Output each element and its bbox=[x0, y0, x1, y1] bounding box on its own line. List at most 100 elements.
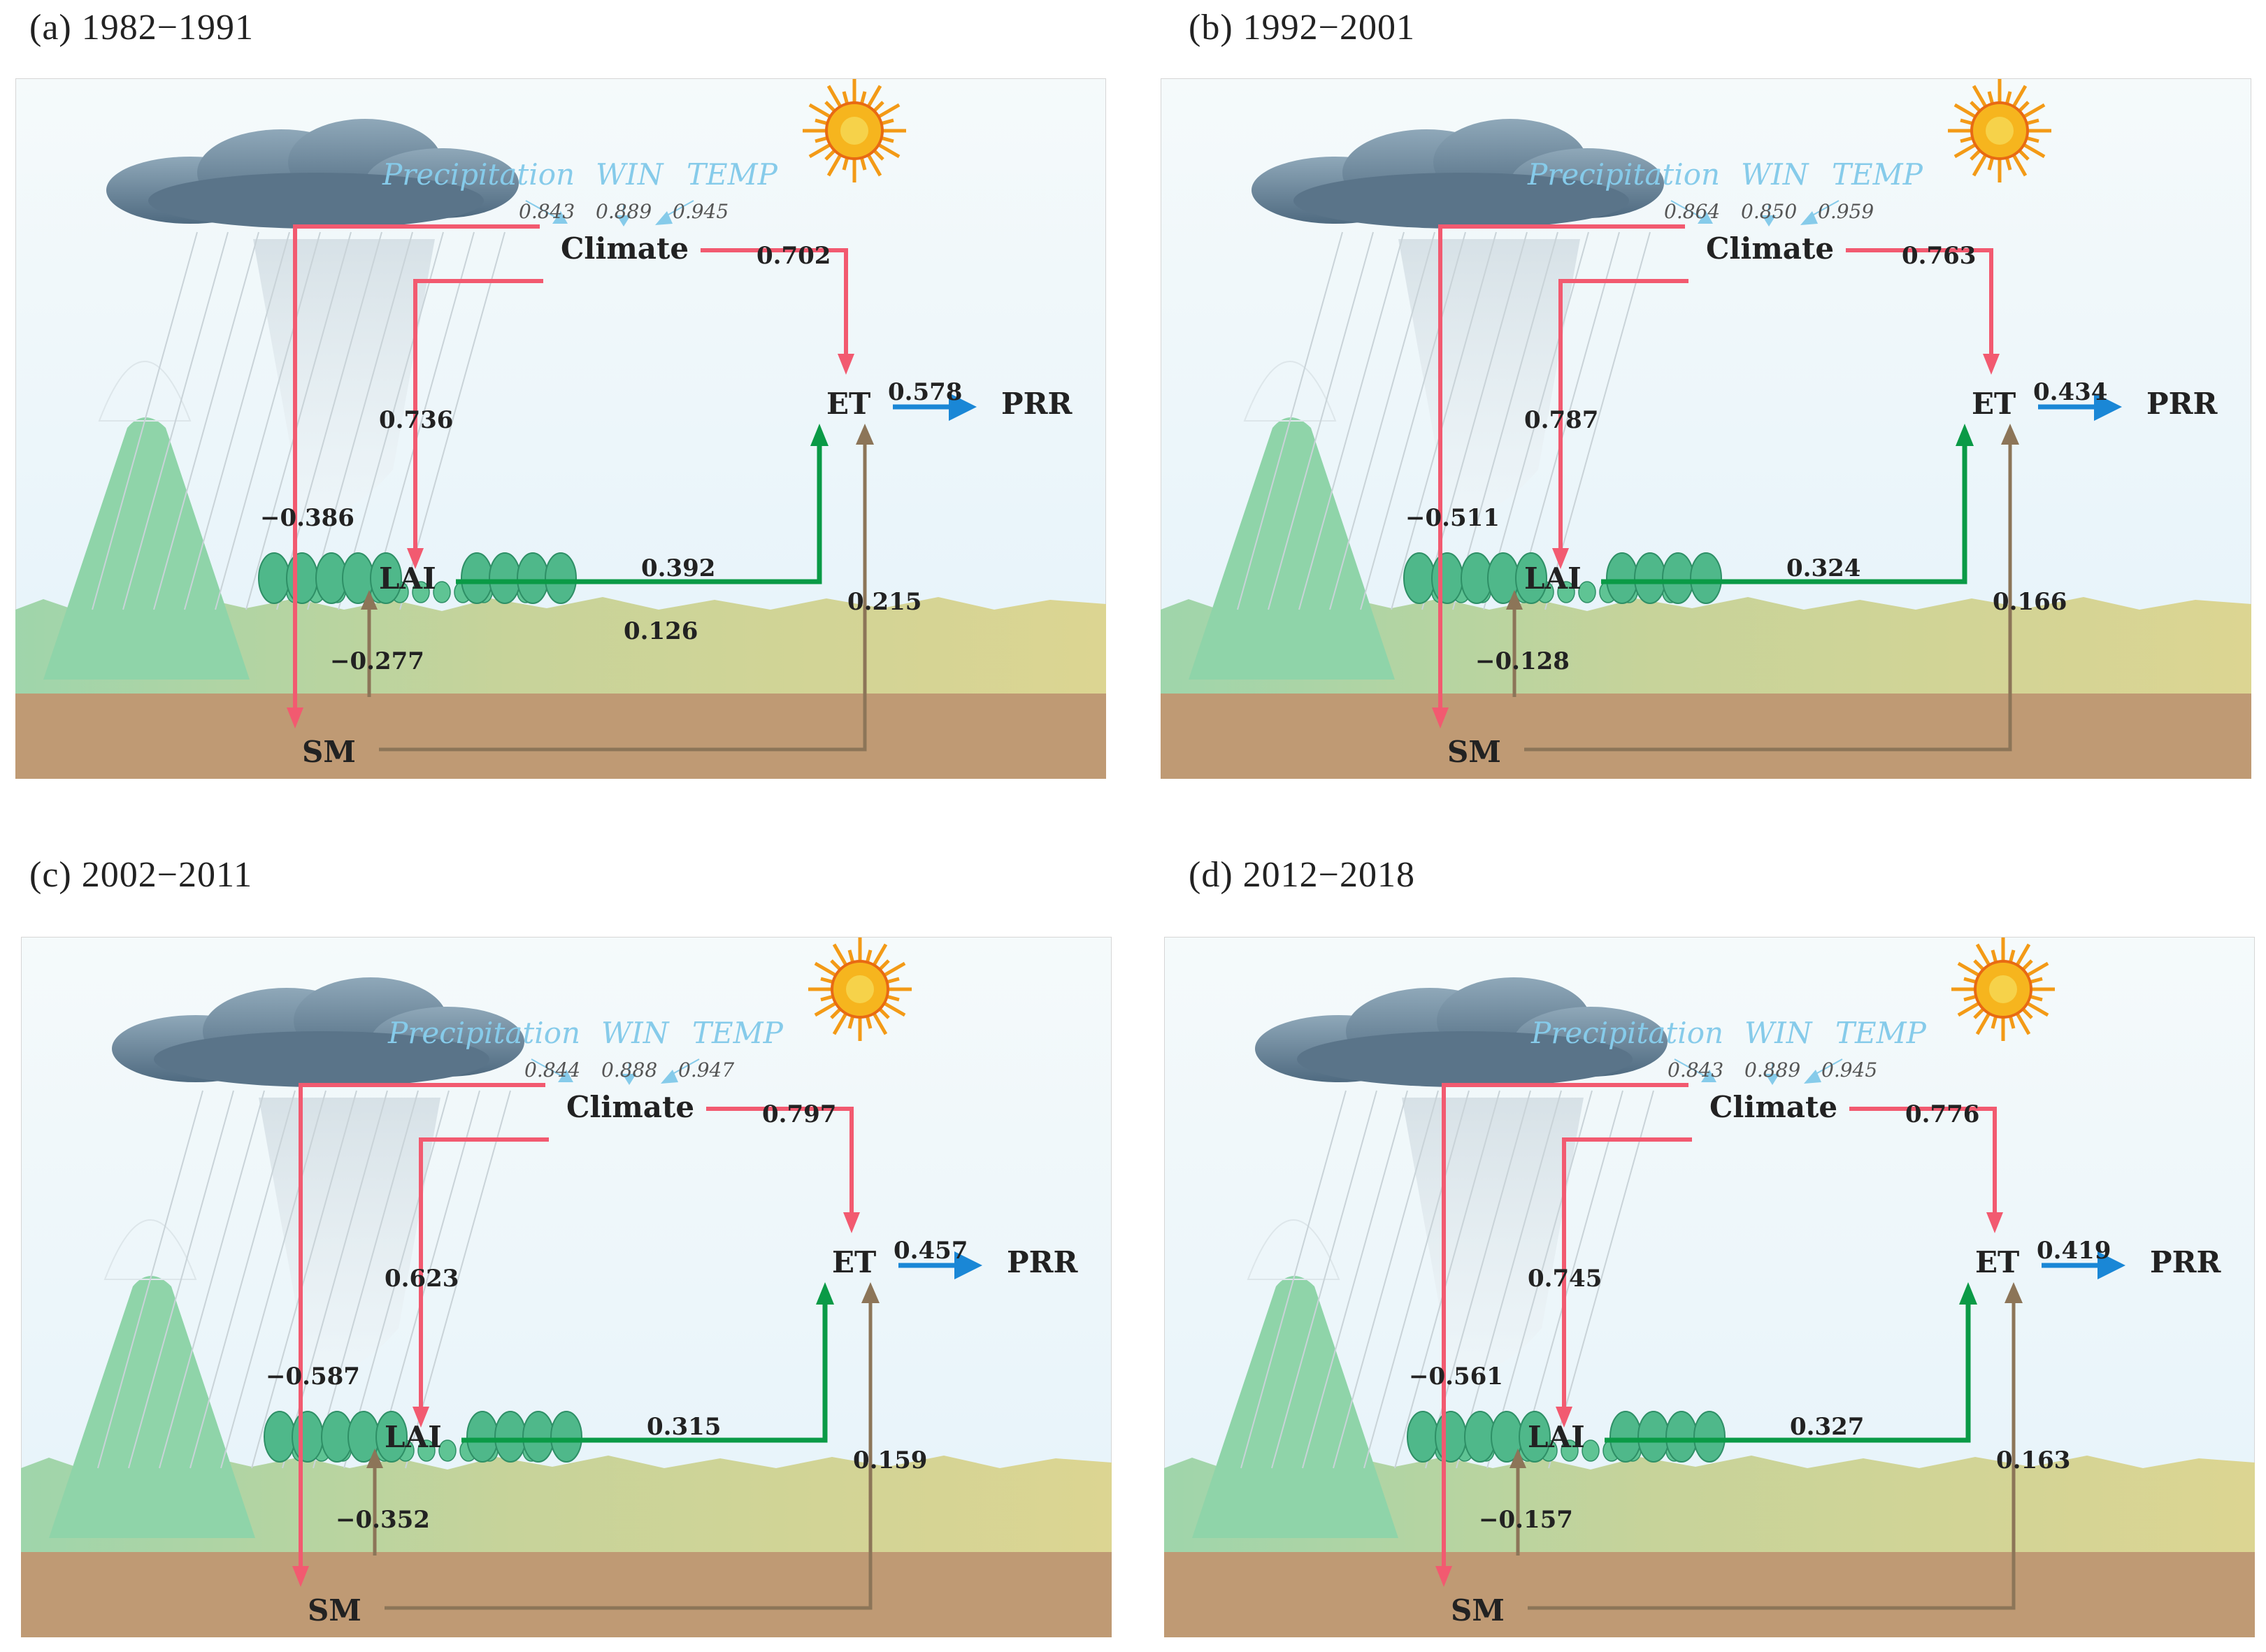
climate-to-sm-coefficient: −0.386 bbox=[260, 504, 354, 532]
rain-streak bbox=[159, 1090, 265, 1469]
climate-to-sm-arrow bbox=[299, 1083, 545, 1570]
arrowhead bbox=[407, 548, 424, 569]
climate-node: Climate bbox=[1709, 1090, 1837, 1124]
rain-streak bbox=[1237, 231, 1343, 610]
sm-node: SM bbox=[308, 1593, 361, 1628]
arrowhead bbox=[287, 708, 303, 728]
tree-icon bbox=[1662, 552, 1694, 604]
climate-to-lai-arrow bbox=[1558, 279, 1688, 552]
arrowhead bbox=[1986, 1212, 2003, 1233]
tree-icon bbox=[1693, 1411, 1726, 1463]
rain-streak bbox=[153, 231, 259, 610]
tree-icon bbox=[1407, 1411, 1439, 1463]
rain-streak bbox=[97, 1090, 203, 1469]
lai-to-et-arrow bbox=[461, 1300, 828, 1443]
sun-icon bbox=[1948, 79, 2051, 182]
cloud-icon bbox=[106, 119, 519, 229]
climate-to-sm-coefficient: −0.561 bbox=[1409, 1363, 1503, 1391]
climate-to-et-arrow bbox=[701, 248, 848, 358]
et-node: ET bbox=[1972, 387, 2016, 421]
arrowhead bbox=[1510, 1449, 1526, 1468]
sm-to-lai-coefficient: −0.128 bbox=[1475, 647, 1570, 675]
mountain-peak-outline bbox=[1247, 1219, 1340, 1280]
climate-to-sm-arrow bbox=[293, 224, 540, 711]
et-to-prr-coefficient: 0.434 bbox=[2033, 378, 2107, 406]
tree-icon bbox=[1634, 552, 1666, 604]
arrowhead bbox=[558, 1070, 573, 1082]
arrowhead bbox=[1804, 1070, 1821, 1084]
rain-streak bbox=[343, 1090, 450, 1469]
rain-streak bbox=[1452, 231, 1558, 610]
climate-to-et-arrow bbox=[1846, 248, 1993, 358]
arrowhead bbox=[1762, 215, 1776, 227]
sm-to-et-coefficient: 0.166 bbox=[1993, 588, 2067, 616]
climate-to-lai-coefficient: 0.787 bbox=[1524, 406, 1598, 434]
win-label: WIN bbox=[1744, 1016, 1813, 1050]
climate-node: Climate bbox=[1706, 231, 1834, 266]
soil-layer bbox=[1164, 1552, 2255, 1637]
lai-node: LAI bbox=[385, 1420, 442, 1454]
tree-icon bbox=[1690, 552, 1722, 604]
mountain-peak-outline bbox=[103, 1219, 197, 1280]
grassland bbox=[21, 1456, 1112, 1552]
lai-to-et-coefficient: 0.392 bbox=[641, 554, 715, 582]
arrowhead bbox=[843, 1212, 860, 1233]
mountain bbox=[1189, 417, 1395, 680]
climate-to-lai-coefficient: 0.745 bbox=[1528, 1265, 1602, 1293]
temp-loading: 0.945 bbox=[1821, 1058, 1877, 1082]
arrowhead bbox=[838, 354, 854, 375]
tree-icon bbox=[1637, 1411, 1670, 1463]
arrowhead bbox=[1800, 211, 1818, 225]
soil-layer bbox=[15, 694, 1106, 779]
precipitation-loading: 0.843 bbox=[519, 200, 575, 223]
arrowhead bbox=[2094, 393, 2122, 421]
et-to-prr-coefficient: 0.457 bbox=[894, 1237, 968, 1265]
tree-icon bbox=[466, 1411, 499, 1463]
climate-node: Climate bbox=[566, 1090, 694, 1124]
arrowhead bbox=[856, 424, 874, 445]
tree-icon bbox=[494, 1411, 526, 1463]
tree-icon bbox=[517, 552, 549, 604]
rain-streak bbox=[338, 231, 444, 610]
sm-to-lai-coefficient: −0.277 bbox=[330, 647, 424, 675]
sm-to-lai-coefficient: −0.352 bbox=[336, 1506, 430, 1534]
lai-to-et-arrow bbox=[1605, 1300, 1971, 1443]
tree-icon bbox=[370, 552, 402, 604]
tree-icon bbox=[258, 552, 290, 604]
rain-streak bbox=[313, 1090, 419, 1469]
arrowhead bbox=[2005, 1282, 2023, 1303]
tree-icon bbox=[1519, 1411, 1551, 1463]
tree-icon bbox=[1403, 552, 1435, 604]
win-loading: 0.850 bbox=[1741, 200, 1797, 223]
temp-label: TEMP bbox=[692, 1016, 784, 1050]
prr-node: PRR bbox=[1007, 1245, 1078, 1279]
arrowhead bbox=[617, 215, 631, 227]
rain-streak bbox=[1302, 1090, 1408, 1469]
panel-b-title: (b) 1992−2001 bbox=[1189, 8, 1415, 48]
prr-node: PRR bbox=[1001, 387, 1073, 421]
sm-to-et-arrow bbox=[1528, 1300, 2016, 1610]
tree-icon bbox=[1665, 1411, 1698, 1463]
panel-d-title: (d) 2012−2018 bbox=[1189, 855, 1415, 895]
mountain-peak-outline bbox=[98, 361, 192, 422]
et-node: ET bbox=[832, 1245, 876, 1279]
rain-streak bbox=[220, 1090, 327, 1469]
arrowhead bbox=[655, 211, 673, 225]
arrowhead bbox=[1506, 590, 1523, 610]
arrowhead bbox=[552, 211, 568, 224]
sm-node: SM bbox=[302, 735, 356, 769]
rain-streak bbox=[92, 231, 198, 610]
et-node: ET bbox=[1975, 1245, 2019, 1279]
arrowhead bbox=[1552, 548, 1569, 569]
rain-streak bbox=[1329, 231, 1435, 610]
arrowhead bbox=[954, 1251, 982, 1279]
arrowhead bbox=[1765, 1074, 1779, 1085]
shrub-icon bbox=[1561, 1439, 1579, 1462]
precipitation-label: Precipitation bbox=[1530, 1016, 1723, 1050]
extra-coefficient: 0.126 bbox=[624, 617, 698, 645]
rain-streak bbox=[1298, 231, 1405, 610]
rain-streak bbox=[122, 231, 229, 610]
grassland bbox=[1164, 1456, 2255, 1552]
tree-icon bbox=[489, 552, 521, 604]
